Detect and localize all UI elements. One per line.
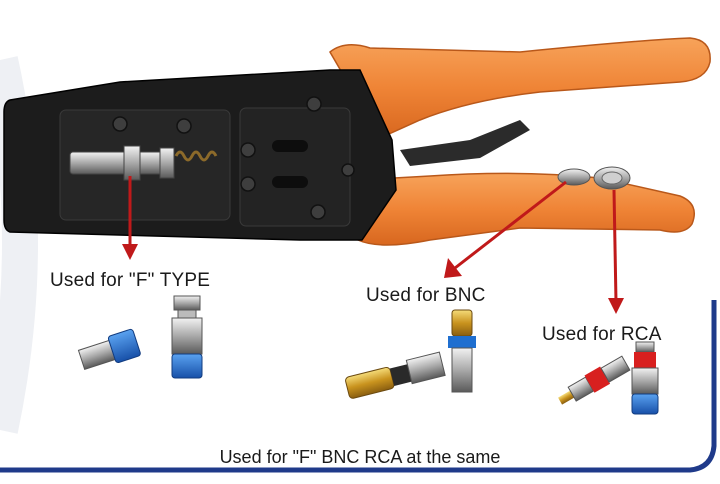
die-ring-bnc (557, 168, 591, 186)
lower-handle (357, 172, 695, 246)
side-plate (239, 107, 351, 227)
label-rca: Used for RCA (542, 324, 662, 345)
f-type-connectors (77, 295, 203, 379)
inserted-connector (69, 151, 171, 175)
label-bnc: Used for BNC (366, 285, 486, 306)
frame-border (0, 300, 717, 473)
upper-handle (329, 37, 711, 139)
handle-linkage (400, 120, 530, 166)
slots (272, 140, 308, 188)
pointer-arrows (122, 176, 624, 314)
spring (174, 150, 218, 162)
rca-connectors (558, 341, 659, 415)
bnc-connectors (345, 309, 476, 399)
label-f-type: Used for "F" TYPE (50, 270, 211, 291)
rivets (112, 96, 355, 220)
caption: Used for "F" BNC RCA at the same (219, 447, 501, 467)
